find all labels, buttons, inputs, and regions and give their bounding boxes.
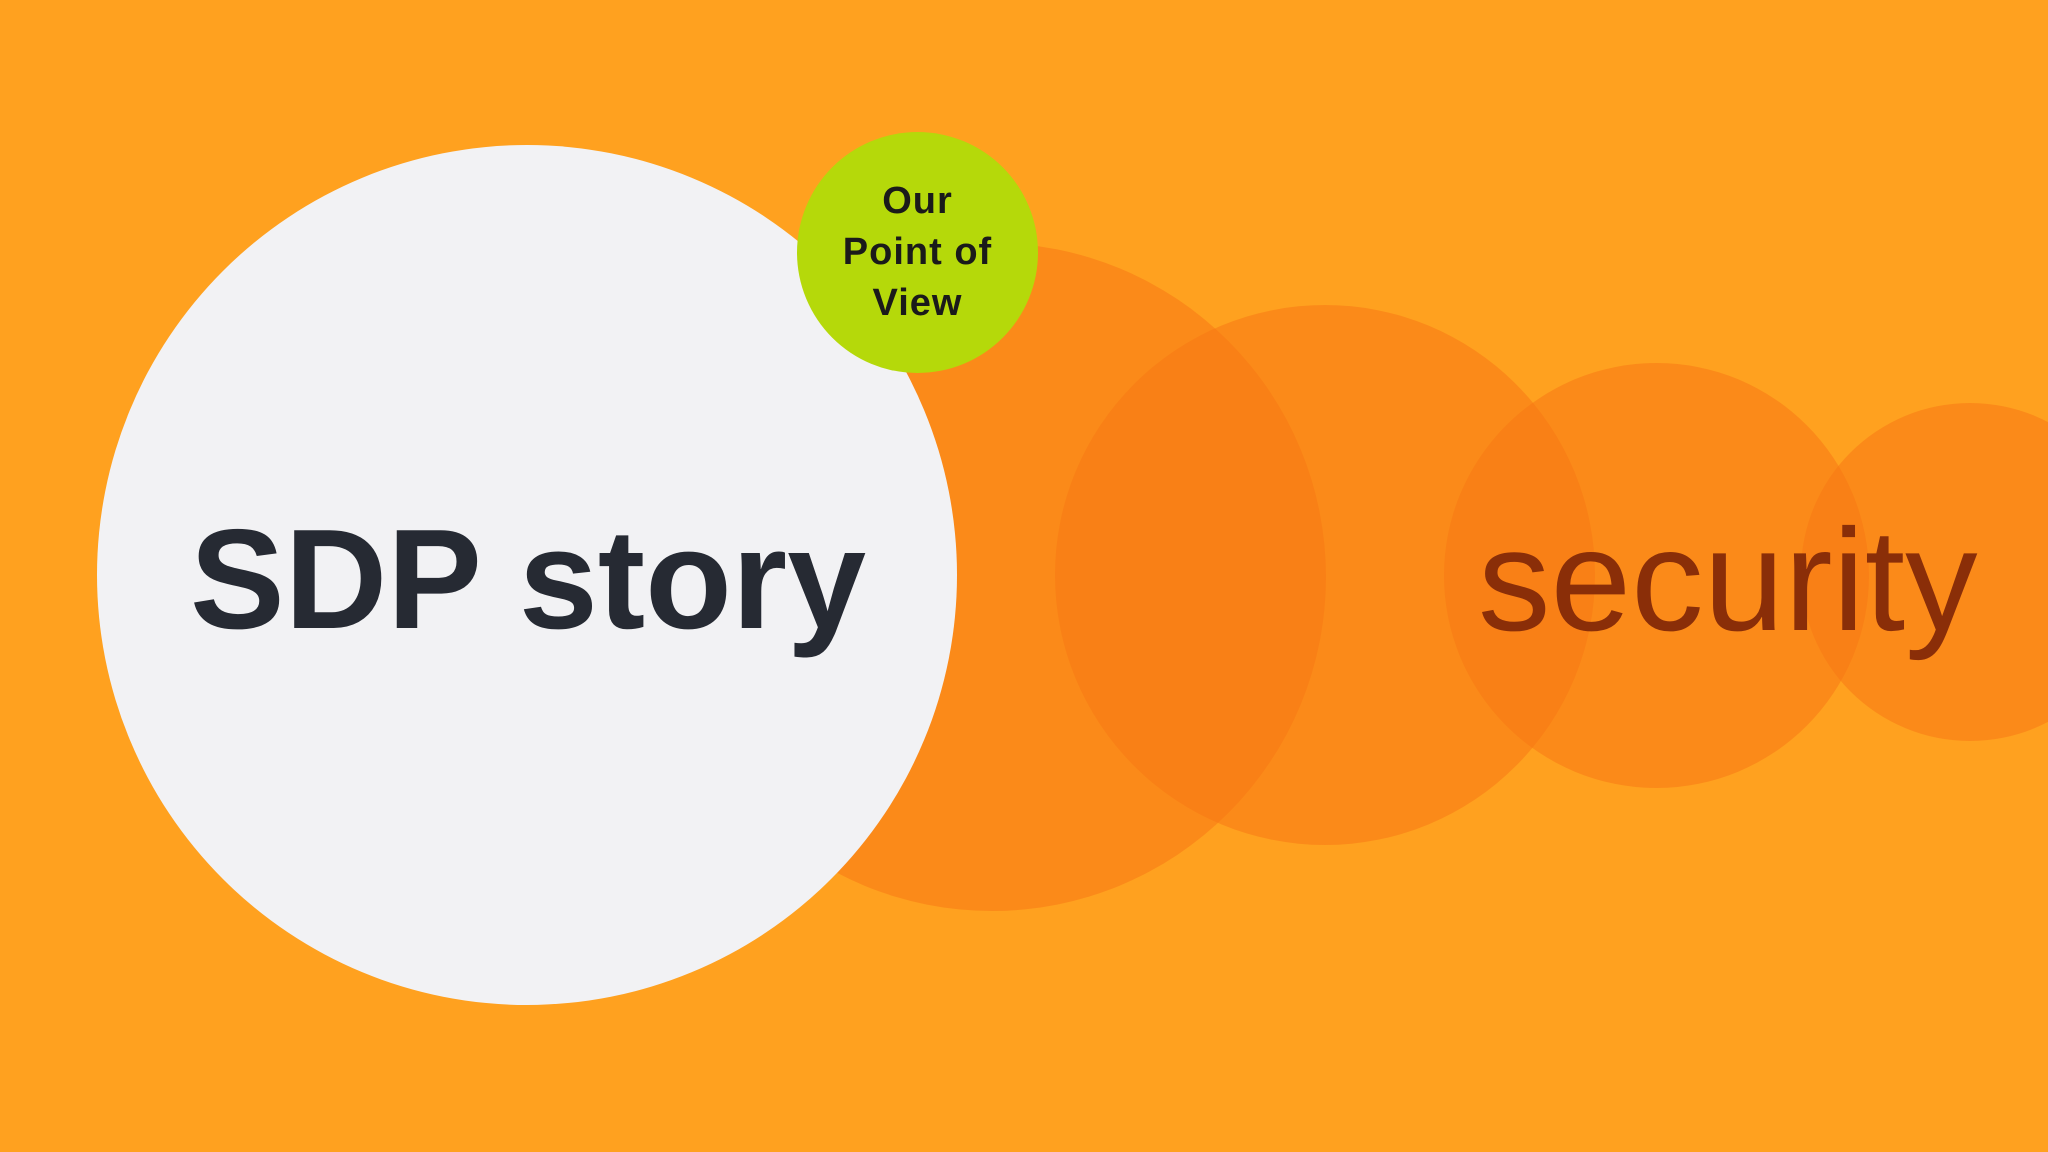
decorative-circle-3: [1444, 363, 1869, 788]
badge-line-2: Point of: [842, 231, 993, 273]
slide-title: SDP story: [190, 500, 867, 659]
point-of-view-badge: Our Point of View: [797, 132, 1038, 373]
badge-line-3: View: [872, 282, 963, 324]
slide-subject: security: [1478, 499, 1978, 661]
badge-text: Our Point of View: [828, 176, 1008, 329]
badge-line-1: Our: [882, 180, 953, 222]
